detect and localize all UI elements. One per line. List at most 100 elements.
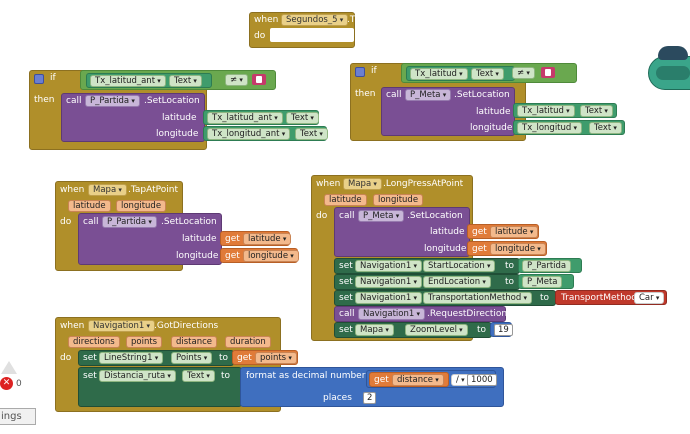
param-directions[interactable]: directions bbox=[68, 336, 120, 348]
get-distance-block[interactable]: get distance bbox=[369, 372, 449, 387]
divisor-value[interactable]: 1000 bbox=[467, 374, 497, 386]
call-setlocation-block[interactable]: call P_Partida .SetLocation latitude lon… bbox=[61, 93, 205, 142]
lon-getter-block[interactable]: Tx_longitud_ant Text bbox=[203, 126, 328, 141]
text-getter-block[interactable]: Tx_latitud_ant Text bbox=[86, 73, 212, 88]
latitude-label: latitude bbox=[476, 107, 511, 117]
lon-component-dropdown[interactable]: Tx_longitud bbox=[517, 122, 583, 134]
mapa-component-dropdown[interactable]: Mapa bbox=[355, 324, 394, 336]
text-property-dropdown[interactable]: Text bbox=[182, 370, 215, 382]
transportation-dropdown[interactable]: TransportationMethod bbox=[423, 292, 533, 304]
lat-getter-block[interactable]: Tx_latitud_ant Text bbox=[203, 110, 319, 125]
zoomlevel-dropdown[interactable]: ZoomLevel bbox=[405, 324, 468, 336]
component-dropdown[interactable]: Navigation1 bbox=[88, 320, 156, 332]
component-dropdown[interactable]: Mapa bbox=[88, 184, 127, 196]
operator-dropdown[interactable]: ≠ bbox=[512, 67, 535, 79]
transport-value-dropdown[interactable]: Car bbox=[634, 292, 665, 304]
to-label: to bbox=[505, 277, 515, 287]
timer-component-dropdown[interactable]: Segundos_5 bbox=[281, 14, 349, 26]
to-label: to bbox=[505, 261, 515, 271]
settings-tab[interactable]: ings bbox=[0, 408, 36, 425]
nav-component-dropdown[interactable]: Navigation1 bbox=[355, 260, 423, 272]
get-latitude-block[interactable]: get latitude bbox=[220, 231, 292, 246]
get-latitude-block[interactable]: get latitude bbox=[467, 224, 539, 239]
partida-component[interactable]: P_Partida bbox=[522, 260, 572, 272]
property-dropdown[interactable]: Text bbox=[471, 68, 504, 80]
places-value[interactable]: 2 bbox=[363, 392, 377, 404]
transport-method-block[interactable]: TransportMethod Car bbox=[555, 290, 667, 305]
gear-icon[interactable] bbox=[355, 67, 365, 77]
call-requestdirections-block[interactable]: call Navigation1 .RequestDirections bbox=[334, 306, 512, 322]
then-label: then bbox=[355, 89, 376, 99]
points-property-dropdown[interactable]: Points bbox=[171, 352, 213, 364]
longitude-label: longitude bbox=[424, 244, 467, 254]
param-points[interactable]: points bbox=[126, 336, 163, 348]
component-dropdown[interactable]: Tx_latitud bbox=[410, 68, 468, 80]
timer-event-block[interactable]: when Segundos_5 .Timer do bbox=[249, 12, 376, 48]
param-latitude[interactable]: latitude bbox=[324, 194, 367, 206]
var-dropdown[interactable]: longitude bbox=[243, 250, 299, 262]
target-dropdown[interactable]: P_Meta bbox=[358, 210, 405, 222]
get-longitude-block[interactable]: get longitude bbox=[220, 248, 299, 263]
startlocation-dropdown[interactable]: StartLocation bbox=[423, 260, 496, 272]
nav-component-dropdown[interactable]: Navigation1 bbox=[355, 292, 423, 304]
operator-dropdown[interactable]: ≠ bbox=[225, 74, 248, 86]
set-transportation-block[interactable]: set Navigation1 TransportationMethod to bbox=[334, 290, 556, 306]
text-string-icon[interactable] bbox=[252, 74, 266, 85]
target-dropdown[interactable]: P_Partida bbox=[102, 216, 157, 228]
set-distancia-block[interactable]: set Distancia_ruta Text to bbox=[78, 367, 242, 407]
set-endlocation-block[interactable]: set Navigation1 EndLocation to bbox=[334, 274, 520, 290]
var-dropdown[interactable]: points bbox=[255, 352, 297, 364]
lat-component-dropdown[interactable]: Tx_latitud bbox=[517, 105, 575, 117]
distancia-dropdown[interactable]: Distancia_ruta bbox=[99, 370, 176, 382]
call-setlocation-block[interactable]: call P_Partida .SetLocation latitude lon… bbox=[78, 213, 222, 265]
set-points-block[interactable]: set LineString1 Points to bbox=[78, 350, 234, 366]
param-longitude[interactable]: longitude bbox=[373, 194, 424, 206]
nav-component-dropdown[interactable]: Navigation1 bbox=[358, 308, 426, 320]
lon-getter-block[interactable]: Tx_longitud Text bbox=[513, 120, 625, 135]
meta-component[interactable]: P_Meta bbox=[522, 276, 563, 288]
lat-property-dropdown[interactable]: Text bbox=[286, 112, 319, 124]
var-dropdown[interactable]: latitude bbox=[243, 233, 292, 245]
get-points-block[interactable]: get points bbox=[232, 350, 298, 365]
lat-getter-block[interactable]: Tx_latitud Text bbox=[513, 103, 617, 118]
error-count: 0 bbox=[16, 379, 22, 389]
nav-component-dropdown[interactable]: Navigation1 bbox=[355, 276, 423, 288]
target-dropdown[interactable]: P_Meta bbox=[405, 89, 452, 101]
param-latitude[interactable]: latitude bbox=[68, 200, 111, 212]
error-icon[interactable]: ✕ bbox=[0, 377, 13, 390]
call-label: call bbox=[83, 217, 99, 227]
meta-getter-block[interactable]: P_Meta bbox=[518, 274, 574, 289]
linestring-dropdown[interactable]: LineString1 bbox=[99, 352, 164, 364]
call-setlocation-block[interactable]: call P_Meta .SetLocation latitude longit… bbox=[381, 87, 515, 136]
component-dropdown[interactable]: Mapa bbox=[343, 178, 382, 190]
lat-property-dropdown[interactable]: Text bbox=[580, 105, 613, 117]
param-distance[interactable]: distance bbox=[171, 336, 218, 348]
lon-property-dropdown[interactable]: Text bbox=[295, 128, 328, 140]
set-zoomlevel-block[interactable]: set Mapa ZoomLevel to bbox=[334, 322, 492, 338]
lon-component-dropdown[interactable]: Tx_longitud_ant bbox=[207, 128, 291, 140]
lat-component-dropdown[interactable]: Tx_latitud_ant bbox=[207, 112, 283, 124]
var-dropdown[interactable]: longitude bbox=[490, 243, 546, 255]
divide-operator-dropdown[interactable]: / bbox=[451, 374, 470, 386]
property-dropdown[interactable]: Text bbox=[169, 75, 202, 87]
zoom-value[interactable]: 19 bbox=[494, 324, 513, 336]
gear-icon[interactable] bbox=[34, 74, 44, 84]
endlocation-dropdown[interactable]: EndLocation bbox=[423, 276, 491, 288]
var-dropdown[interactable]: latitude bbox=[490, 226, 539, 238]
text-getter-block[interactable]: Tx_latitud Text bbox=[406, 66, 515, 81]
do-label: do bbox=[60, 217, 72, 227]
set-startlocation-block[interactable]: set Navigation1 StartLocation to bbox=[334, 258, 520, 274]
text-string-icon[interactable] bbox=[541, 67, 555, 78]
param-duration[interactable]: duration bbox=[225, 336, 271, 348]
divide-block[interactable]: get distance / 1000 bbox=[366, 370, 497, 388]
get-longitude-block[interactable]: get longitude bbox=[467, 241, 547, 256]
component-dropdown[interactable]: Tx_latitud_ant bbox=[90, 75, 166, 87]
zoom-number-block[interactable]: 19 bbox=[490, 322, 513, 337]
var-dropdown[interactable]: distance bbox=[392, 374, 444, 386]
lon-property-dropdown[interactable]: Text bbox=[589, 122, 622, 134]
partida-getter-block[interactable]: P_Partida bbox=[518, 258, 582, 273]
target-dropdown[interactable]: P_Partida bbox=[85, 95, 140, 107]
param-longitude[interactable]: longitude bbox=[116, 200, 167, 212]
backpack-icon[interactable] bbox=[648, 40, 690, 92]
call-setlocation-block[interactable]: call P_Meta .SetLocation latitude longit… bbox=[334, 207, 470, 257]
